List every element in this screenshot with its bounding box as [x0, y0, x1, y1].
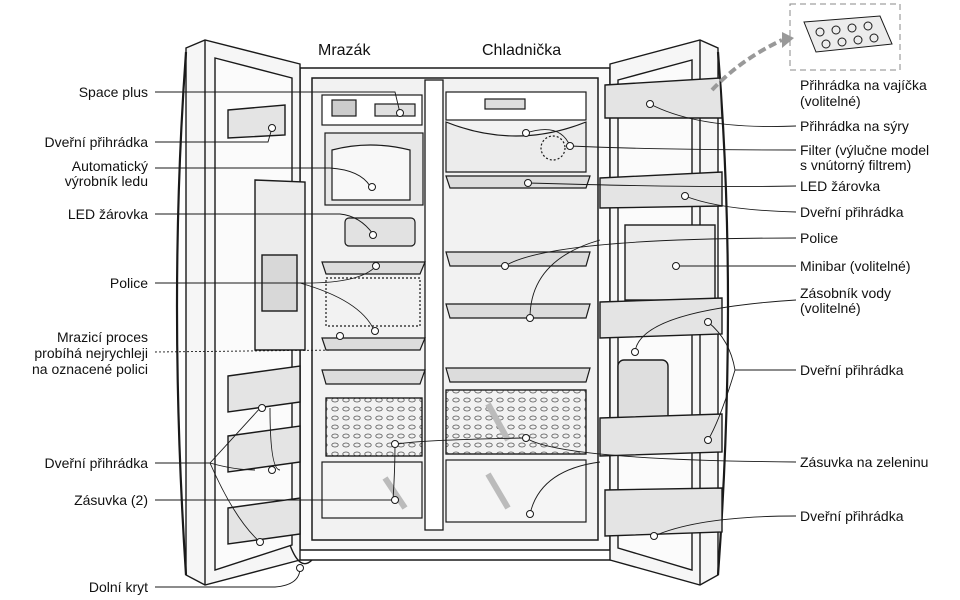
right-door — [599, 39, 730, 586]
label-egg-tray-line2: (volitelné) — [800, 93, 861, 109]
label-led-lamp-left: LED žárovka — [67, 206, 148, 222]
callout-dots — [256, 100, 712, 572]
label-crisper: Zásuvka na zeleninu — [800, 454, 929, 470]
fridge-header: Chladnička — [482, 42, 562, 59]
label-shelf-right: Police — [800, 230, 839, 246]
label-filter-line1: Filter (výlučne model — [800, 142, 930, 158]
label-shelf-left: Police — [109, 275, 148, 291]
label-freeze-line3: na oznacené polici — [32, 361, 148, 377]
label-freeze-line1: Mrazicí proces — [56, 329, 148, 345]
label-door-bin-right-2: Dveřní přihrádka — [800, 362, 904, 378]
label-door-bin-right-1: Dveřní přihrádka — [800, 204, 904, 220]
label-egg-tray-line1: Přihrádka na vajíčka — [800, 77, 927, 93]
label-filter-line2: s vnútorný filtrem) — [800, 157, 912, 173]
egg-tray-inset — [710, 3, 901, 92]
fridge-compartment — [445, 91, 591, 523]
label-drawer: Zásuvka (2) — [74, 492, 148, 508]
label-minibar: Minibar (volitelné) — [800, 258, 911, 274]
label-led-lamp-right: LED žárovka — [800, 178, 881, 194]
label-door-bin-right-3: Dveřní přihrádka — [800, 508, 904, 524]
freezer-header: Mrazák — [318, 42, 371, 59]
center-divider — [424, 79, 444, 531]
left-door — [175, 39, 313, 586]
label-cheese: Přihrádka na sýry — [800, 118, 909, 134]
label-door-bin-top-left: Dveřní přihrádka — [44, 134, 149, 150]
label-water-tank-line2: (volitelné) — [800, 300, 861, 316]
label-door-bin-lower-left: Dveřní přihrádka — [44, 455, 149, 471]
label-freeze-line2: probíhá nejrychleji — [34, 345, 148, 361]
leader-lines-right — [397, 103, 797, 537]
label-ice-maker-line2: výrobník ledu — [64, 173, 148, 189]
freezer-compartment — [321, 94, 426, 519]
label-space-plus: Space plus — [78, 84, 148, 100]
label-water-tank-line1: Zásobník vody — [800, 285, 892, 301]
label-ice-maker-line1: Automatický — [71, 158, 148, 174]
label-lower-cover: Dolní kryt — [88, 579, 148, 595]
